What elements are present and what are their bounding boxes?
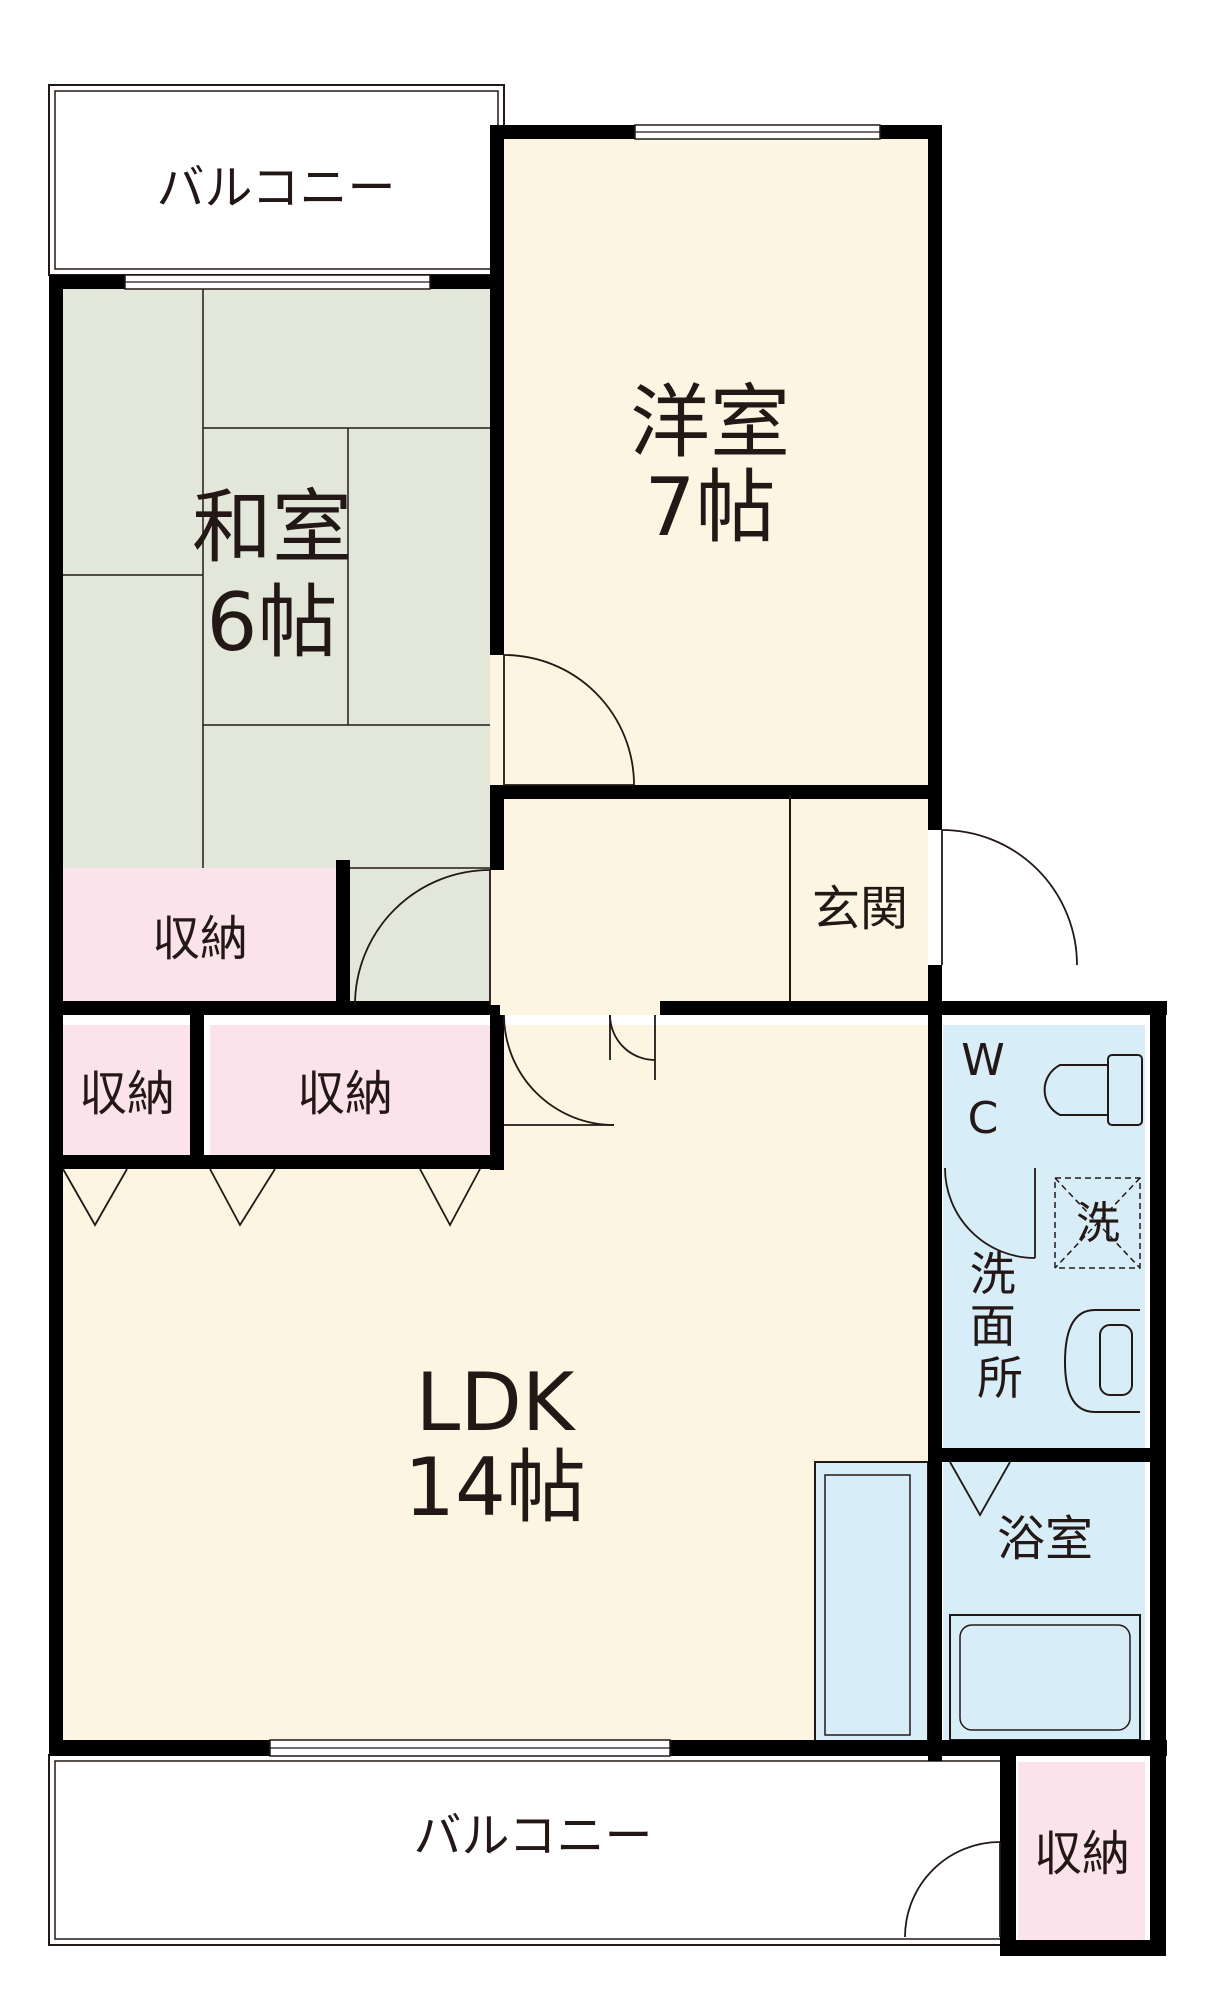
ldk-upper-floor: [500, 1025, 928, 1161]
balcony-bottom-area: [48, 1754, 1010, 1946]
storage-mid-label: 収納: [297, 1066, 393, 1122]
storage-balcony-floor: [1018, 1762, 1145, 1940]
door-openings: [490, 655, 942, 1015]
toilet-icon: [1043, 1054, 1143, 1126]
tatami-lines: [58, 285, 490, 869]
ldk-floor: [58, 1161, 928, 1745]
senmenjo-label: 洗 面 所: [970, 1247, 1031, 1405]
ldk-label: LDK: [416, 1356, 577, 1449]
balcony-top-label: バルコニー: [156, 160, 395, 216]
washing-machine-label: 洗: [1076, 1198, 1120, 1249]
storage-balcony-label: 収納: [1034, 1826, 1130, 1882]
youshitsu-size: 7帖: [645, 461, 776, 554]
wc-label-w: W: [961, 1035, 1005, 1086]
wc-label-c: C: [968, 1093, 999, 1144]
youshitsu-label: 洋室: [630, 376, 790, 469]
washitsu-size: 6帖: [207, 576, 338, 669]
storage-left-floor: [58, 1025, 192, 1161]
washitsu-label: 和室: [192, 481, 352, 574]
storage-mid-floor: [210, 1025, 490, 1161]
wash-basin-icon: [1063, 1309, 1140, 1413]
storage-left-label: 収納: [79, 1066, 175, 1122]
bathroom-label: 浴室: [997, 1511, 1093, 1567]
closet-doors: [62, 1168, 1011, 1517]
washing-machine-pan: [1054, 1177, 1141, 1269]
windows: [124, 124, 881, 1757]
ldk-size: 14帖: [404, 1441, 586, 1534]
door-swings: [354, 654, 1078, 1938]
wc-floor: [943, 1025, 1145, 1168]
genkan-label: 玄関: [812, 881, 908, 937]
storage-washitsu-floor: [58, 868, 340, 1005]
kitchen-counter: [814, 1461, 929, 1746]
hall-floor: [500, 795, 928, 1010]
youshitsu-floor: [500, 135, 928, 795]
balcony-top-area: [48, 84, 505, 276]
storage-washitsu-label: 収納: [152, 911, 248, 967]
senmenjo-floor: [943, 1168, 1145, 1448]
balcony-bottom-label: バルコニー: [413, 1808, 652, 1864]
